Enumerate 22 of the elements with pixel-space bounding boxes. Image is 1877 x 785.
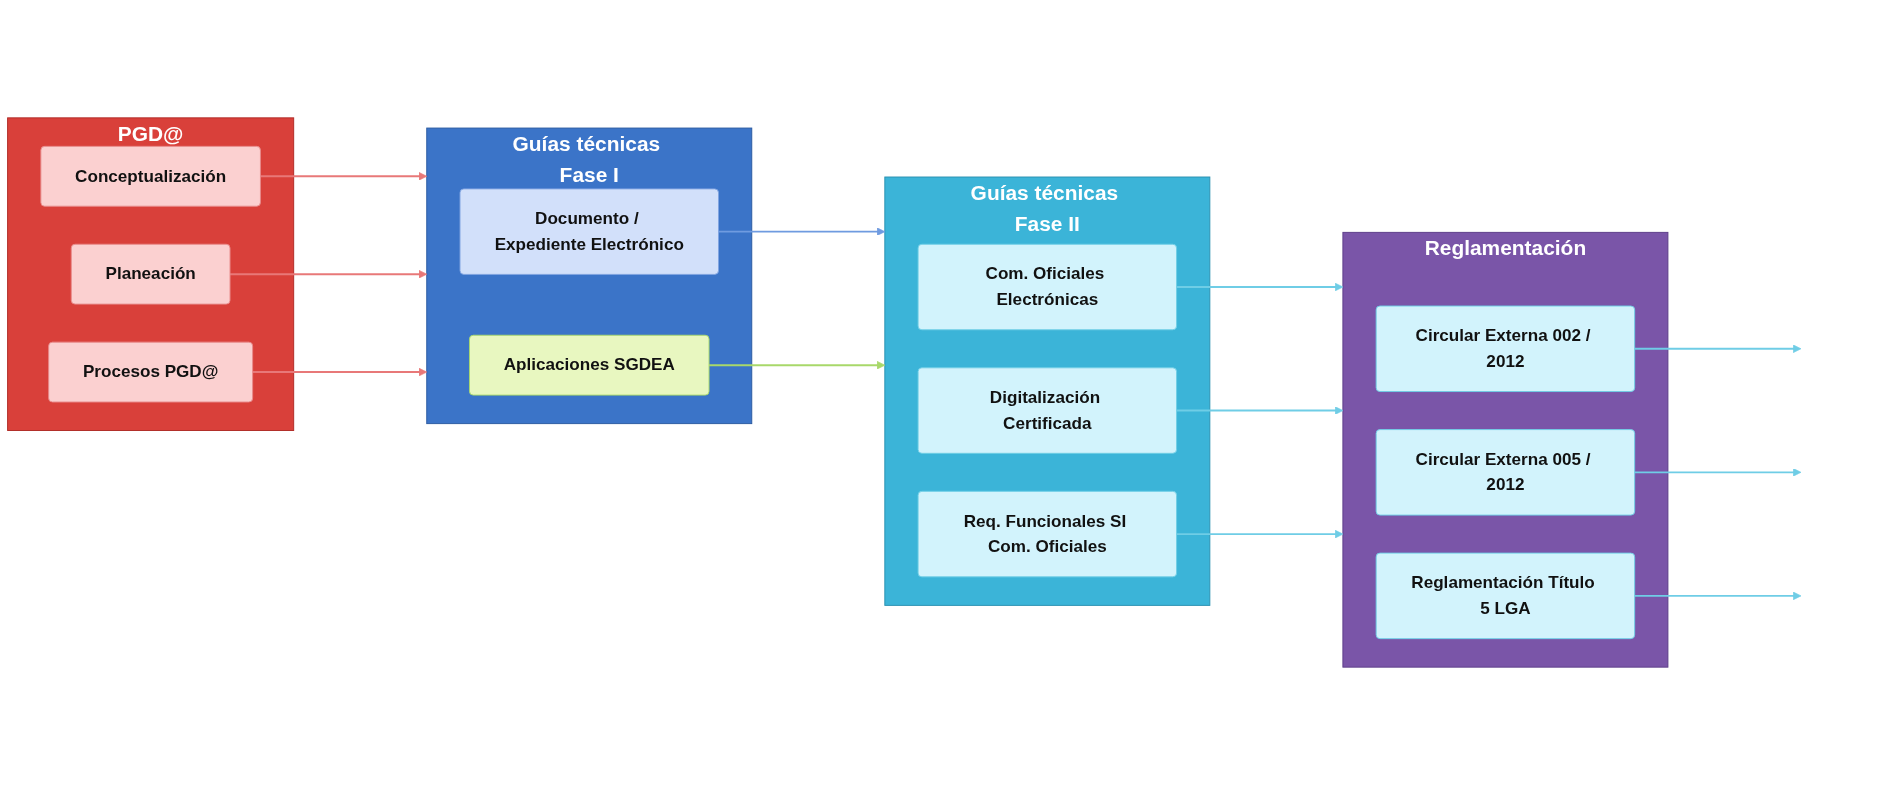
node-box: Reglamentación Título 5 LGA (1375, 552, 1636, 640)
node-box: Circular Externa 002 / 2012 (1375, 305, 1636, 393)
arrow (1175, 529, 1344, 539)
arrow (1633, 468, 1802, 477)
arrow (251, 367, 428, 377)
arrow (1633, 591, 1802, 601)
node-box: Com. Oficiales Electrónicas (917, 243, 1178, 331)
arrow (1633, 344, 1802, 353)
arrow (259, 172, 428, 181)
arrow (1175, 282, 1344, 292)
node-box: Documento / Expediente Electrónico (459, 188, 719, 275)
node-box: Digitalización Certificada (917, 367, 1178, 454)
node-box: Planeación (70, 243, 231, 305)
arrow (708, 361, 886, 370)
node-box: Req. Funcionales SI Com. Oficiales (917, 490, 1178, 578)
node-box: Conceptualización (40, 145, 261, 207)
node-box: Aplicaciones SGDEA (469, 334, 710, 396)
node-box: Circular Externa 005 / 2012 (1375, 429, 1636, 516)
arrow (229, 270, 428, 279)
arrow (717, 227, 886, 236)
node-box: Procesos PGD@ (48, 341, 254, 403)
arrow (1175, 406, 1344, 415)
